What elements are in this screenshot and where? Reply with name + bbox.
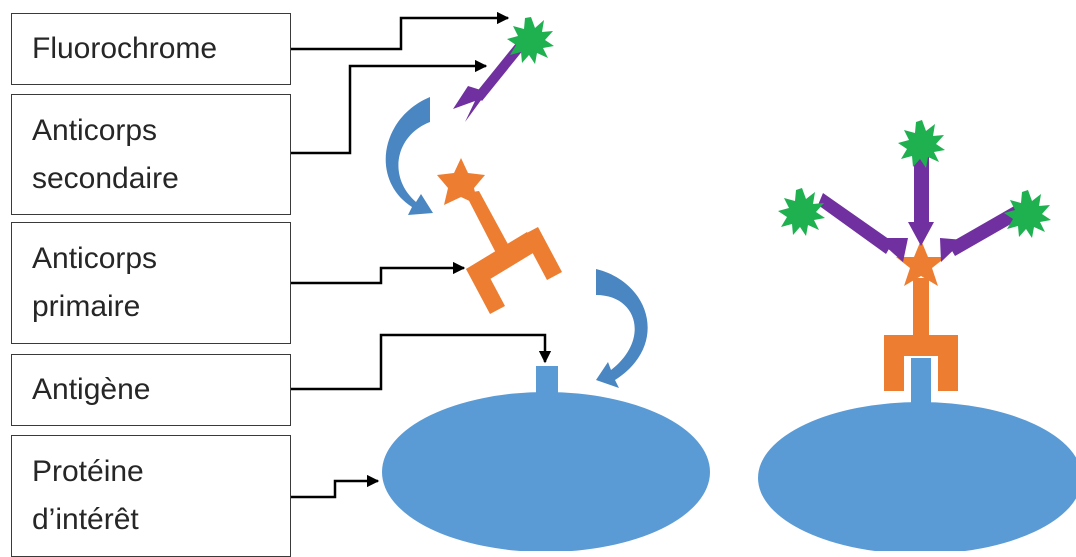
secondary-antibody-left-shaft [818, 193, 893, 254]
label-antigene-text: Antigène [32, 373, 151, 406]
secondary-antibody-top-shaft [914, 154, 929, 226]
fluorochrome-top [898, 120, 945, 168]
secondary-antibody-shaft [475, 42, 524, 101]
curved-arrow-1 [385, 97, 433, 215]
secondary-antibody-right-head [940, 238, 964, 262]
label-fluorochrome-text: Fluorochrome [32, 32, 218, 65]
primary-antibody-right-arm [523, 227, 562, 280]
connector-anticorps-primaire [291, 261, 466, 285]
fluorochrome-right [1004, 190, 1051, 238]
secondary-antibodies-bound [818, 154, 1023, 262]
connector-anticorps-secondaire [291, 59, 488, 155]
secondary-antibody-left-head [876, 238, 908, 262]
primary-antibody-bound [884, 240, 958, 391]
primary-antibody-stem [465, 191, 510, 255]
primary-antibody-bound-star [896, 240, 946, 286]
primary-antibody-left-arm [466, 261, 505, 314]
label-anticorps-secondaire: Anticorps secondaire [11, 94, 291, 215]
label-anticorps-secondaire-line1: Anticorps [32, 113, 158, 147]
connector-antigene [291, 333, 552, 391]
protein-of-interest [382, 392, 710, 551]
label-proteine-line2: d’intérêt [32, 503, 139, 536]
label-fluorochrome: Fluorochrome [11, 13, 291, 85]
connector-lines [291, 11, 552, 499]
secondary-antibody-top-head [908, 222, 934, 246]
label-anticorps-secondaire-line2: secondaire [32, 161, 179, 195]
label-proteine: Protéine d’intérêt [11, 435, 291, 557]
secondary-antibody [453, 42, 524, 122]
label-proteine-line1: Protéine [32, 455, 144, 488]
label-anticorps-primaire-line1: Anticorps [32, 242, 158, 275]
connector-proteine [291, 474, 380, 499]
antigen [536, 366, 558, 408]
secondary-antibody-head [453, 86, 487, 122]
label-antigene: Antigène [11, 354, 291, 426]
connector-fluorochrome [291, 11, 510, 51]
protein-of-interest-bound [758, 402, 1076, 551]
label-anticorps-primaire: Anticorps primaire [11, 222, 291, 344]
fluorochrome-left [778, 188, 825, 236]
curved-arrow-2 [596, 269, 648, 388]
right-scene [758, 120, 1076, 551]
antigen-bound [911, 358, 931, 405]
primary-antibody-bound-stem [913, 278, 929, 338]
secondary-antibody-right-shaft [948, 205, 1023, 256]
primary-antibody-bound-base [884, 335, 958, 356]
primary-antibody [437, 158, 562, 314]
label-anticorps-primaire-line2: primaire [32, 290, 141, 323]
left-scene [382, 17, 710, 551]
fluorochrome-starburst [507, 17, 554, 64]
